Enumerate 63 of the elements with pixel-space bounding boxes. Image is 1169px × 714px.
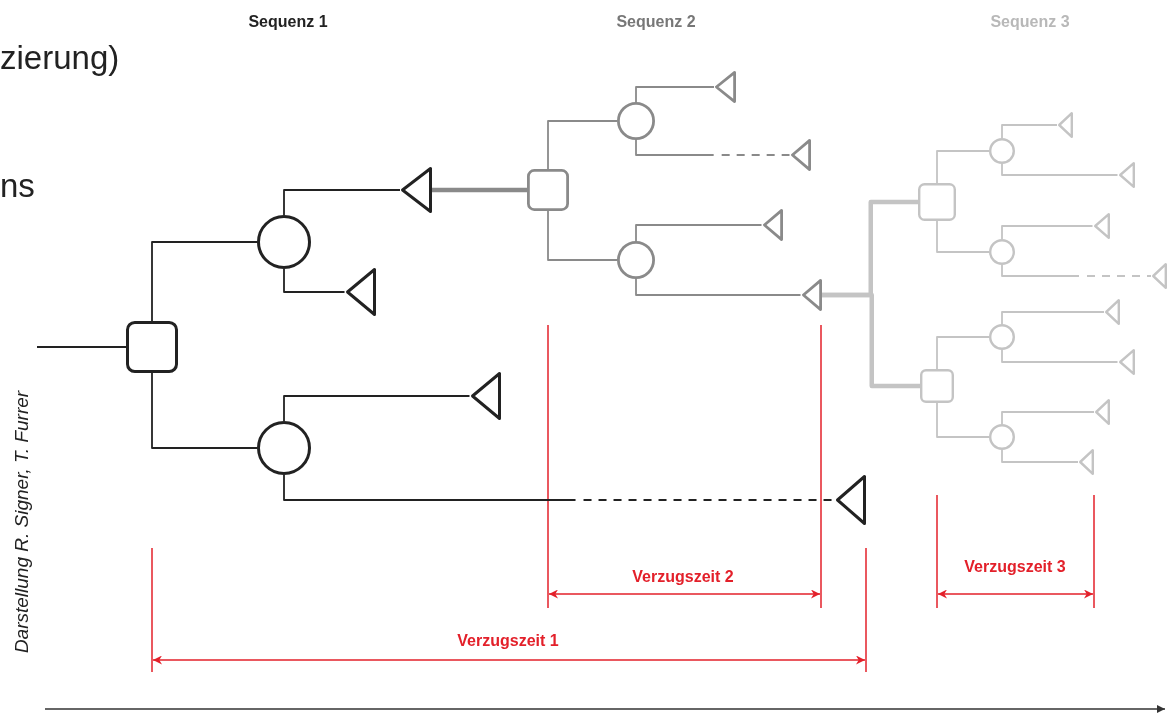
circle-node [989,239,1015,265]
connector-line [1001,225,1094,240]
connector-line [36,346,127,348]
sequence-label: Sequenz 2 [616,13,696,31]
connector-line [936,336,990,370]
connector-line [283,189,401,216]
connector-line [936,220,990,253]
sequence-label: Sequenz 1 [248,13,328,31]
connector-line [547,120,618,170]
connector-line [936,150,990,184]
triangle-node [1104,299,1120,325]
circle-node [989,138,1015,164]
connector-line [547,210,618,261]
triangle-node [400,167,432,213]
heading-fragment: zierung) [0,39,120,77]
connector-line [635,86,715,103]
dimension-label: Verzugszeit 3 [964,558,1066,576]
square-node [918,183,956,221]
square-node [527,169,569,211]
triangle-node [789,139,811,171]
circle-node [257,421,311,475]
circle-node [989,324,1015,350]
connector-line [1001,449,1079,463]
square-node [920,369,954,403]
triangle-node [714,71,736,103]
connector-line [821,292,920,389]
connector-line [432,187,527,193]
connector-line [1001,411,1095,425]
sequence-label: Sequenz 3 [990,13,1070,31]
dimension-label: Verzugszeit 1 [457,632,559,650]
connector-line [1001,124,1058,139]
triangle-node [834,475,866,525]
text-fragment: ns [0,167,35,205]
triangle-node [800,279,822,311]
connector-line [283,268,346,293]
circle-node [617,241,655,279]
triangle-node [1117,349,1135,375]
triangle-node [1117,162,1135,188]
connector-line [1001,311,1105,325]
connector-line [151,241,258,322]
circle-node [257,215,311,269]
connector-line [1001,349,1119,363]
triangle-node [761,209,783,241]
triangle-node [469,372,501,420]
triangle-node [344,268,376,316]
connector-line [936,402,990,438]
connector-line [1001,163,1119,176]
square-node [126,321,178,373]
circle-node [617,102,655,140]
connector-line [635,139,791,156]
connector-line [1001,264,1152,277]
connector-line [151,372,258,449]
circle-node [989,424,1015,450]
triangle-node [1094,399,1110,425]
triangle-node [1078,449,1094,475]
connector-line [283,395,471,422]
triangle-node [1151,263,1167,289]
dimension-label: Verzugszeit 2 [632,568,734,586]
credit-text: Darstellung R. Signer, T. Furrer [11,390,33,654]
triangle-node [1057,112,1073,138]
connector-line [635,224,763,242]
connector-line [635,278,802,296]
triangle-node [1092,213,1110,239]
